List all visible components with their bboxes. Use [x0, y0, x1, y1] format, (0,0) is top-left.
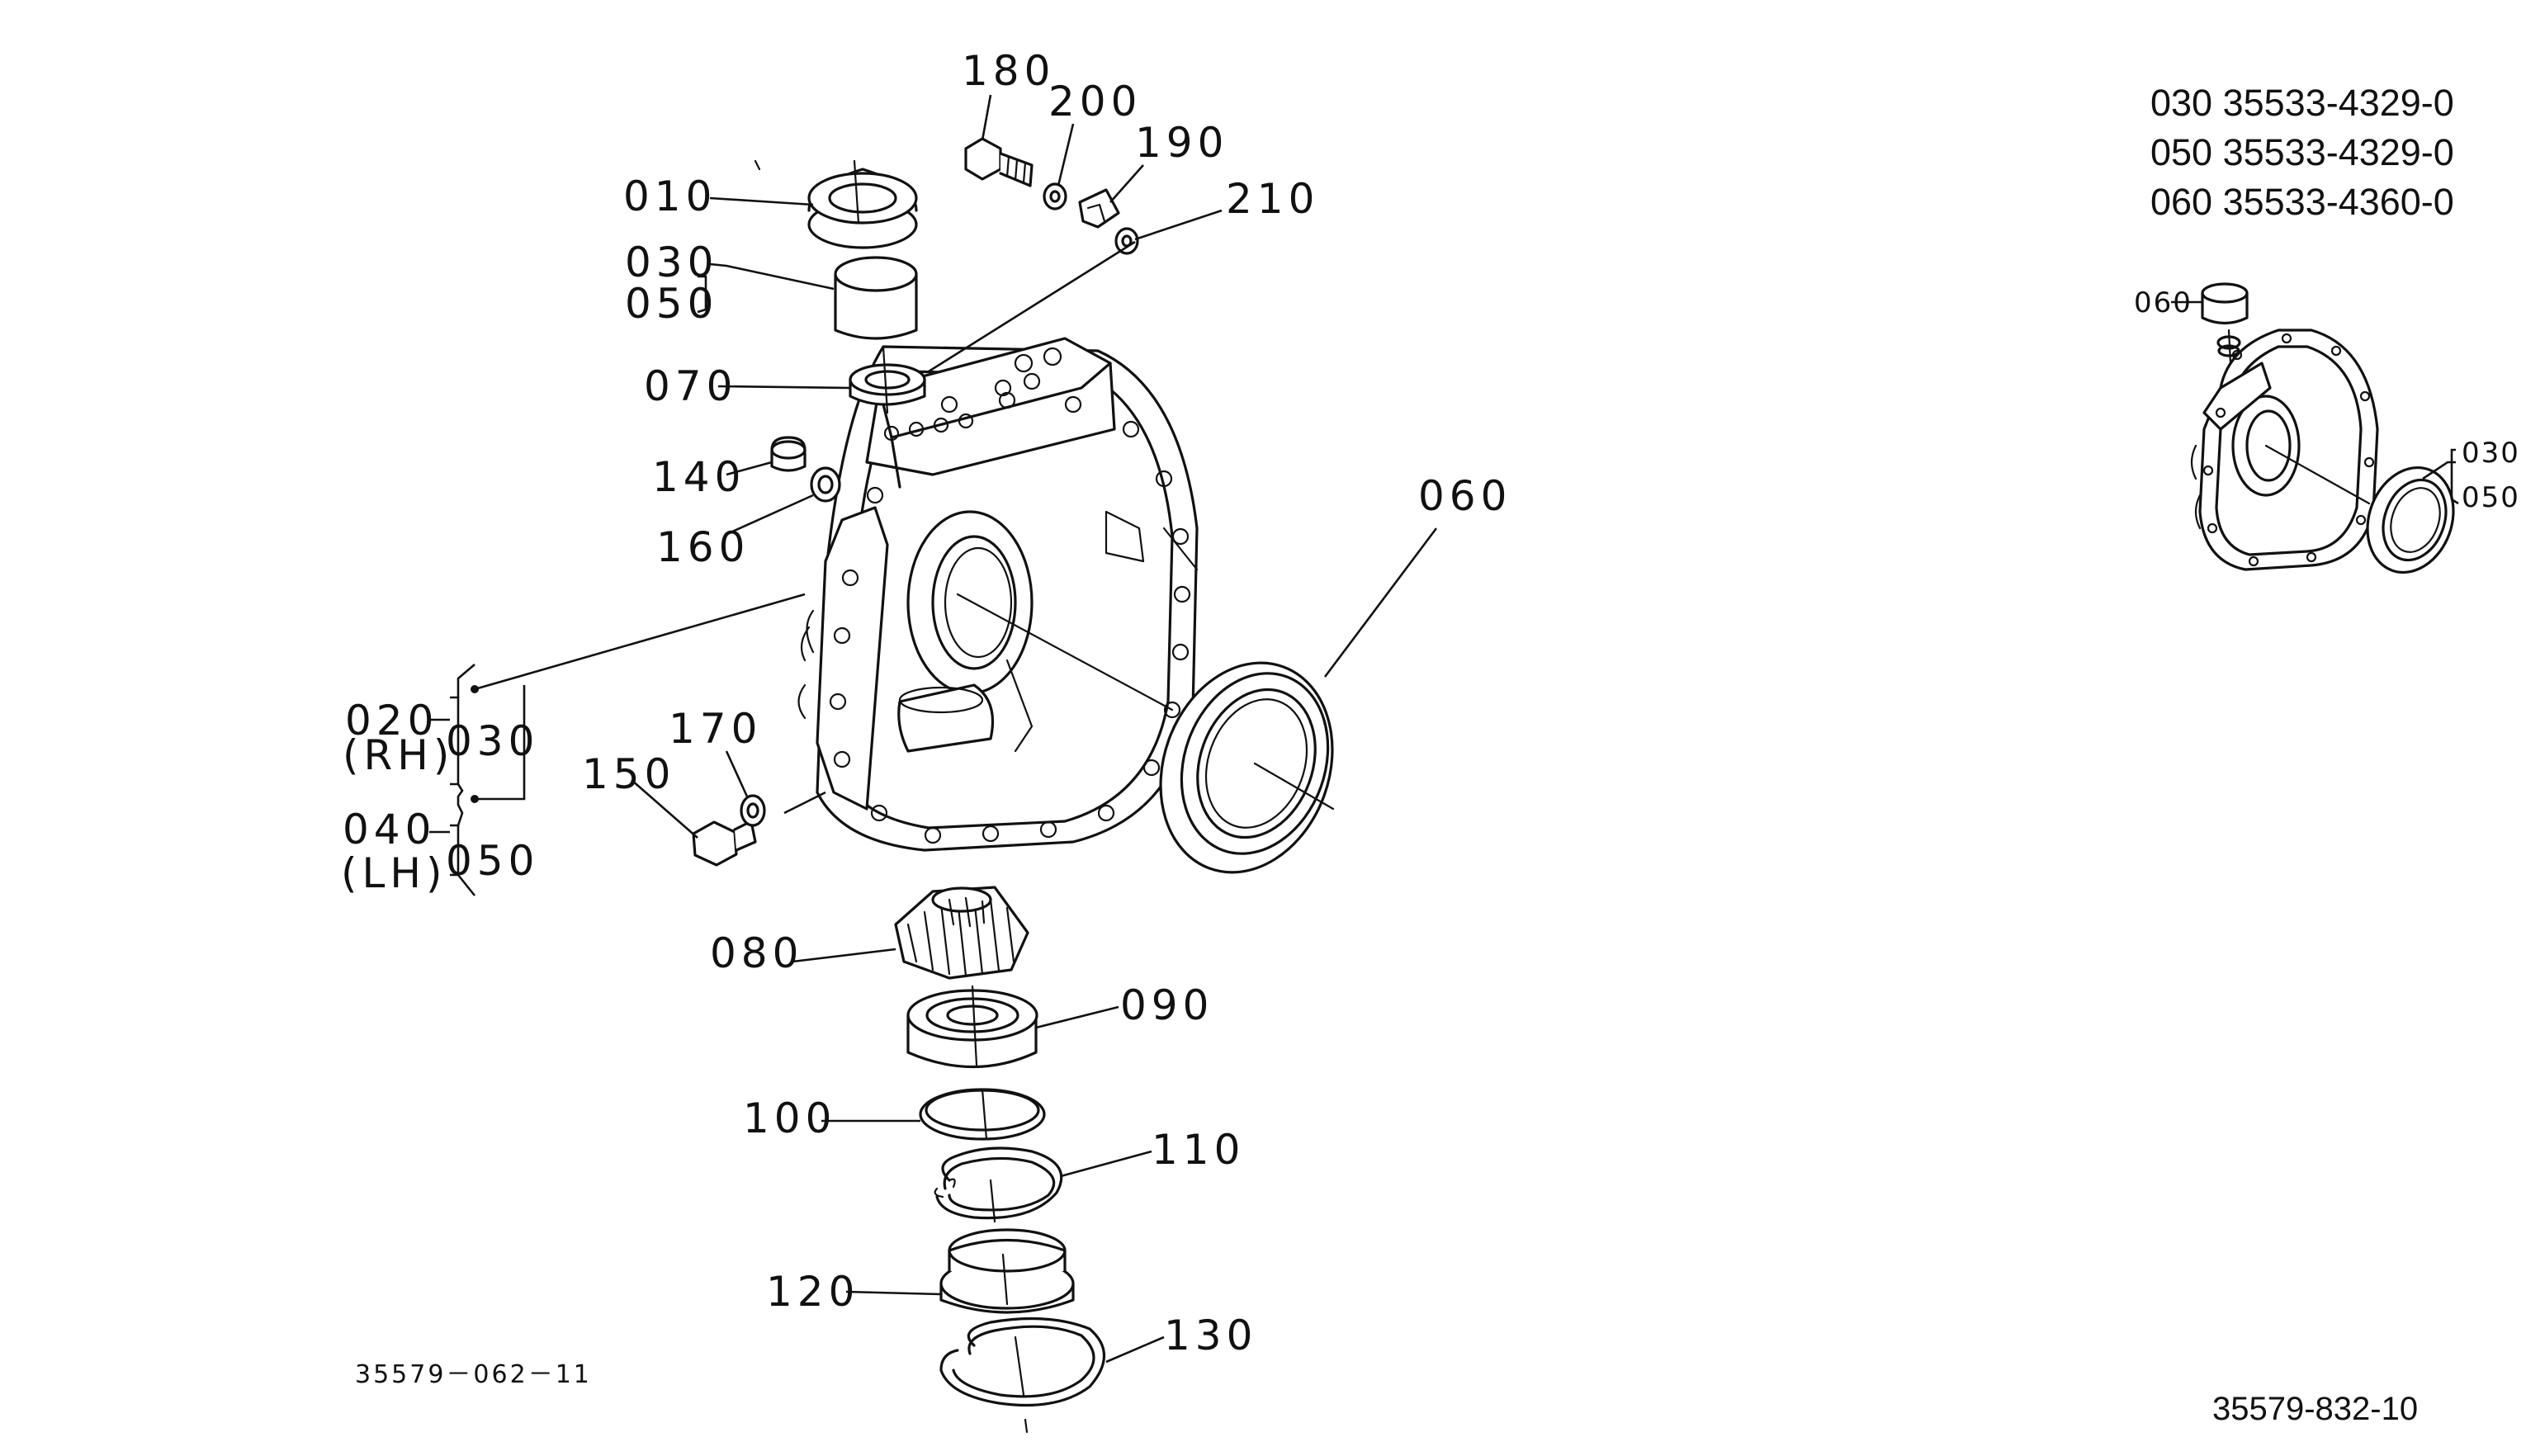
- part-170-washer: [740, 794, 766, 827]
- callout-110: 110: [1152, 1126, 1245, 1174]
- part-080-bevel-gear: [894, 886, 1029, 980]
- part-number-list: 030 35533-4329-0 050 35533-4329-0 060 35…: [2150, 82, 2454, 223]
- part-190-clip: [1078, 188, 1120, 229]
- gear-case-housing: [797, 337, 1199, 852]
- part-070-bearing: [849, 345, 926, 414]
- callout-010: 010: [623, 173, 717, 220]
- callout-150: 150: [582, 750, 675, 798]
- callout-050-lh: 050: [446, 837, 539, 885]
- drawing-number-left: 35579－062－11: [355, 1360, 592, 1389]
- part-180-bolt: [964, 137, 1034, 187]
- drawing-number-right: 35579-832-10: [2212, 1391, 2418, 1427]
- callout-050: 050: [625, 280, 718, 328]
- callout-100: 100: [743, 1094, 836, 1142]
- inset-callout-060: 060: [2134, 286, 2193, 319]
- part-010-seal: [807, 159, 918, 249]
- part-list-line-2: 050 35533-4329-0: [2150, 131, 2454, 173]
- inset-callout-030: 030: [2462, 437, 2520, 470]
- part-list-line-1: 030 35533-4329-0: [2150, 82, 2454, 124]
- part-160-washer: [810, 466, 841, 503]
- callout-200: 200: [1048, 78, 1142, 125]
- part-150-plug: [692, 820, 757, 867]
- callout-060: 060: [1418, 472, 1511, 520]
- callout-030: 030: [625, 239, 718, 286]
- callout-080: 080: [710, 929, 803, 977]
- part-110-circlip: [934, 1146, 1063, 1220]
- callout-090: 090: [1120, 981, 1213, 1029]
- callout-140: 140: [652, 453, 745, 501]
- callout-170: 170: [669, 705, 762, 753]
- callout-040: 040: [343, 806, 436, 853]
- leader-lines: [429, 94, 1438, 1364]
- callout-130: 130: [1164, 1312, 1257, 1359]
- callout-180: 180: [962, 47, 1055, 95]
- callout-lh: (LH): [341, 849, 447, 897]
- callout-160: 160: [656, 523, 750, 571]
- callout-120: 120: [766, 1268, 859, 1316]
- callout-rh: (RH): [343, 731, 454, 779]
- part-090-ball-bearing: [906, 985, 1038, 1068]
- callout-labels: 180 200 190 210 010 030 050 070 140 160 …: [341, 47, 1511, 1359]
- part-140-plug: [770, 436, 807, 472]
- callout-210: 210: [1226, 175, 1319, 223]
- part-130-circlip: [939, 1317, 1106, 1407]
- inset-callout-050: 050: [2462, 481, 2520, 514]
- part-list-line-3: 060 35533-4360-0: [2150, 181, 2454, 223]
- callout-190: 190: [1135, 119, 1228, 167]
- part-200-washer: [1043, 182, 1067, 210]
- part-030-050-collar: [834, 256, 918, 340]
- part-210-washer: [1114, 227, 1139, 255]
- part-120-collar: [939, 1228, 1075, 1314]
- callout-070: 070: [644, 362, 737, 410]
- inset-diagram: 060 030 050: [2134, 282, 2520, 574]
- callout-020: 020: [345, 697, 438, 745]
- part-060-oil-seal: [1159, 661, 1334, 874]
- callout-030-rh: 030: [446, 717, 539, 765]
